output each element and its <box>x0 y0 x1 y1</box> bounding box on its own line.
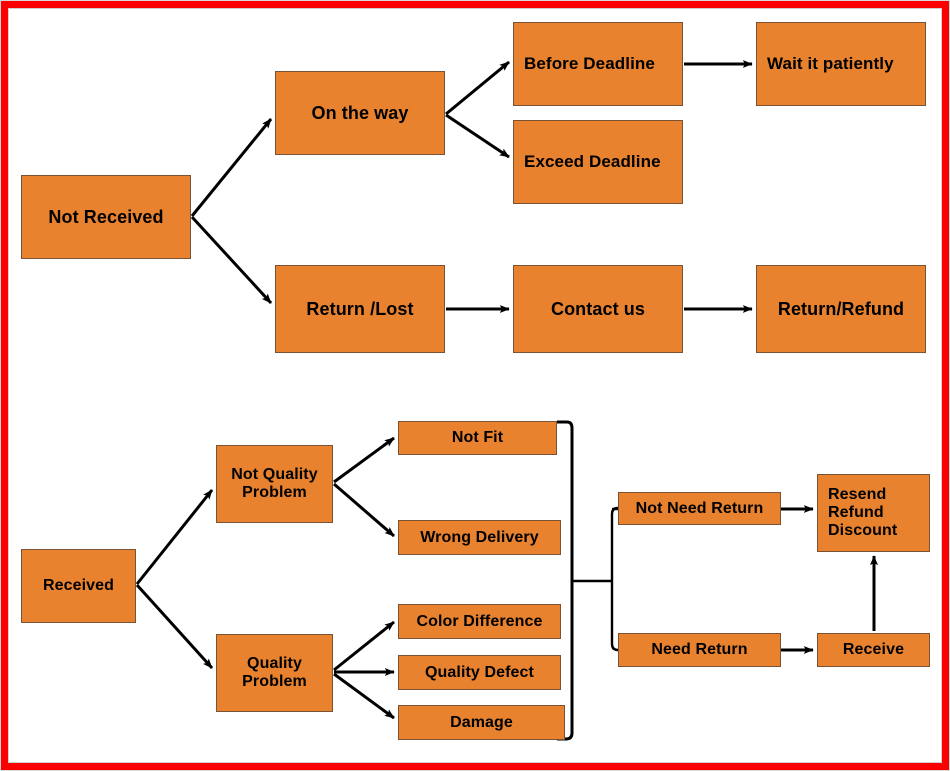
node-label: Contact us <box>550 298 645 319</box>
node-wrong-delivery[interactable]: Wrong Delivery <box>398 520 561 555</box>
node-quality-problem[interactable]: Quality Problem <box>216 634 333 712</box>
node-not-need-return[interactable]: Not Need Return <box>618 492 781 525</box>
node-damage[interactable]: Damage <box>398 705 565 740</box>
node-label: Before Deadline <box>524 54 655 74</box>
node-exceed-deadline[interactable]: Exceed Deadline <box>513 120 683 204</box>
node-label-line2: Problem <box>242 484 307 501</box>
node-receive[interactable]: Receive <box>817 633 930 667</box>
node-return-lost[interactable]: Return /Lost <box>275 265 445 353</box>
node-need-return[interactable]: Need Return <box>618 633 781 667</box>
node-resend-refund-discount[interactable]: Resend Refund Discount <box>817 474 930 552</box>
node-label: Return /Lost <box>306 298 414 319</box>
node-label: Not Received <box>48 206 164 227</box>
node-not-received[interactable]: Not Received <box>21 175 191 259</box>
node-label: On the way <box>311 102 409 123</box>
node-label-line1: Quality <box>247 655 302 673</box>
node-label: Received <box>42 577 115 595</box>
node-label: Wait it patiently <box>767 54 894 74</box>
node-label: Wrong Delivery <box>420 528 539 546</box>
node-label: Color Difference <box>416 612 543 630</box>
node-contact-us[interactable]: Contact us <box>513 265 683 353</box>
node-color-difference[interactable]: Color Difference <box>398 604 561 639</box>
node-not-fit[interactable]: Not Fit <box>398 421 557 455</box>
node-label-line1: Resend <box>828 486 887 504</box>
node-label: Exceed Deadline <box>524 152 661 172</box>
diagram-canvas <box>8 8 942 763</box>
node-return-refund[interactable]: Return/Refund <box>756 265 926 353</box>
node-not-quality-problem[interactable]: Not Quality Problem <box>216 445 333 523</box>
node-label-line3: Discount <box>828 521 898 539</box>
node-label: Not Fit <box>451 429 504 447</box>
node-label: Receive <box>842 641 905 659</box>
node-before-deadline[interactable]: Before Deadline <box>513 22 683 106</box>
node-wait-it-patiently[interactable]: Wait it patiently <box>756 22 926 106</box>
node-label-line2: Refund <box>828 504 884 522</box>
node-received[interactable]: Received <box>21 549 136 623</box>
node-label: Quality Defect <box>425 663 534 681</box>
node-label-line1: Not Quality <box>231 466 318 484</box>
node-label: Not Need Return <box>635 499 764 517</box>
node-label-line2: Problem <box>242 673 307 690</box>
node-label: Damage <box>450 713 513 731</box>
node-on-the-way[interactable]: On the way <box>275 71 445 155</box>
node-quality-defect[interactable]: Quality Defect <box>398 655 561 690</box>
node-label: Need Return <box>651 641 748 659</box>
node-label: Return/Refund <box>777 298 905 319</box>
